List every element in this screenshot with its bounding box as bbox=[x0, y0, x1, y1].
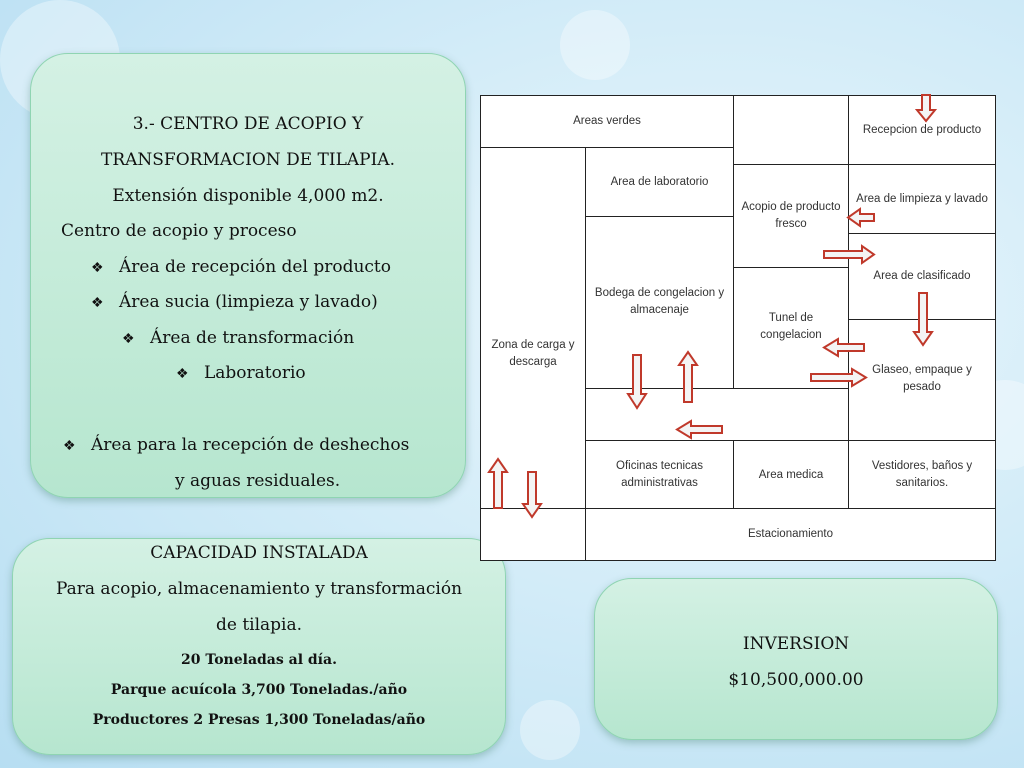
investment-title: INVERSION bbox=[742, 634, 850, 654]
area-glaseo: Glaseo, empaque y pesado bbox=[848, 319, 996, 441]
area-oficinas: Oficinas tecnicas administrativas bbox=[585, 440, 734, 509]
extension-text: Extensión disponible 4,000 m2. bbox=[112, 186, 384, 206]
capacity-title: CAPACIDAD INSTALADA bbox=[150, 543, 368, 563]
capacity-line: Para acopio, almacenamiento y transforma… bbox=[55, 579, 463, 599]
capacity-daily: 20 Toneladas al día. bbox=[181, 652, 337, 668]
bullet-item: ❖Área para la recepción de deshechos bbox=[63, 435, 410, 455]
area-verdes: Areas verdes bbox=[480, 95, 734, 148]
bullet-item: ❖Área sucia (limpieza y lavado) bbox=[91, 292, 378, 312]
background-bokeh bbox=[560, 10, 630, 80]
area-acopio: Acopio de producto fresco bbox=[733, 164, 849, 268]
capacity-line: de tilapia. bbox=[215, 615, 303, 635]
card-title-line-2: TRANSFORMACION DE TILAPIA. bbox=[101, 150, 395, 170]
background-bokeh bbox=[520, 700, 580, 760]
area-corridor bbox=[585, 388, 849, 441]
area-bodega: Bodega de congelacion y almacenaje bbox=[585, 216, 734, 389]
area-estacionamiento: Estacionamiento bbox=[585, 508, 996, 561]
bullet-item: ❖Área de recepción del producto bbox=[91, 257, 391, 277]
area-vestidores: Vestidores, baños y sanitarios. bbox=[848, 440, 996, 509]
area-laboratorio: Area de laboratorio bbox=[585, 147, 734, 217]
area-medica: Area medica bbox=[733, 440, 849, 509]
diamond-bullet-icon: ❖ bbox=[63, 438, 76, 454]
bullet-item: ❖Área de transformación bbox=[122, 328, 355, 348]
capacity-card: CAPACIDAD INSTALADA Para acopio, almacen… bbox=[12, 538, 506, 755]
diamond-bullet-icon: ❖ bbox=[91, 260, 104, 276]
area-limpieza: Area de limpieza y lavado bbox=[848, 164, 996, 234]
bullet-item: ❖Laboratorio bbox=[176, 363, 306, 383]
process-heading: Centro de acopio y proceso bbox=[61, 221, 297, 241]
capacity-park: Parque acuícola 3,700 Toneladas./año bbox=[110, 682, 408, 698]
diamond-bullet-icon: ❖ bbox=[122, 331, 135, 347]
description-card: 3.- CENTRO DE ACOPIO Y TRANSFORMACION DE… bbox=[30, 53, 466, 498]
area-zona-carga: Zona de carga y descarga bbox=[480, 147, 586, 509]
area-tunel: Tunel de congelacion bbox=[733, 267, 849, 389]
bullet-item-continuation: y aguas residuales. bbox=[175, 471, 341, 491]
floor-plan: Areas verdes Recepcion de producto Zona … bbox=[480, 95, 996, 561]
investment-amount: $10,500,000.00 bbox=[728, 670, 864, 690]
investment-card: INVERSION $10,500,000.00 bbox=[594, 578, 998, 740]
diamond-bullet-icon: ❖ bbox=[91, 295, 104, 311]
area-recepcion: Recepcion de producto bbox=[848, 95, 996, 165]
card-title-line-1: 3.- CENTRO DE ACOPIO Y bbox=[132, 114, 364, 134]
capacity-producers: Productores 2 Presas 1,300 Toneladas/año bbox=[92, 712, 426, 728]
diamond-bullet-icon: ❖ bbox=[176, 366, 189, 382]
area-clasificado: Area de clasificado bbox=[848, 233, 996, 320]
